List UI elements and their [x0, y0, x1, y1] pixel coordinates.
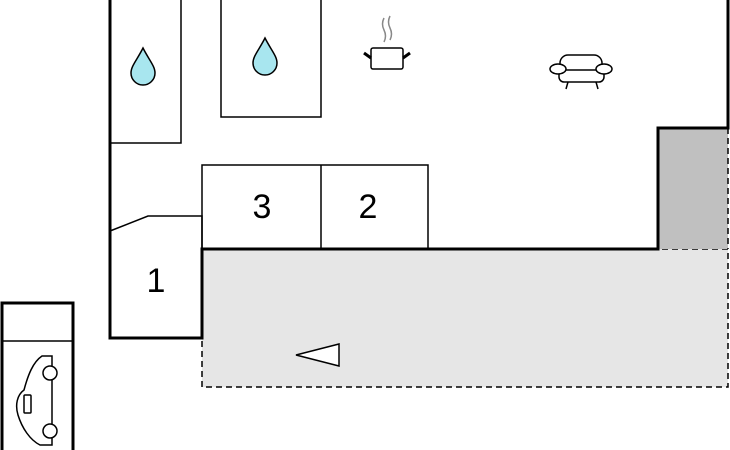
- shower-right: [220, 0, 322, 118]
- cooking-pot-icon: [363, 15, 411, 70]
- room-label-2: 2: [359, 188, 378, 226]
- arrow-left-icon: [295, 343, 340, 367]
- room-label-1: 1: [147, 262, 166, 300]
- garage: [0, 301, 75, 450]
- room-1-wall: [109, 215, 203, 249]
- outer-wall: [108, 0, 730, 340]
- room-3-2-block: [201, 164, 429, 250]
- dark-area: [658, 128, 728, 249]
- water-drop-icon: [130, 46, 156, 86]
- water-drop-icon: [252, 36, 278, 76]
- car-icon: [15, 355, 58, 446]
- armchair-icon: [549, 54, 613, 90]
- room-label-3: 3: [253, 188, 272, 226]
- shower-left: [109, 0, 182, 144]
- terrace-area: [201, 248, 729, 388]
